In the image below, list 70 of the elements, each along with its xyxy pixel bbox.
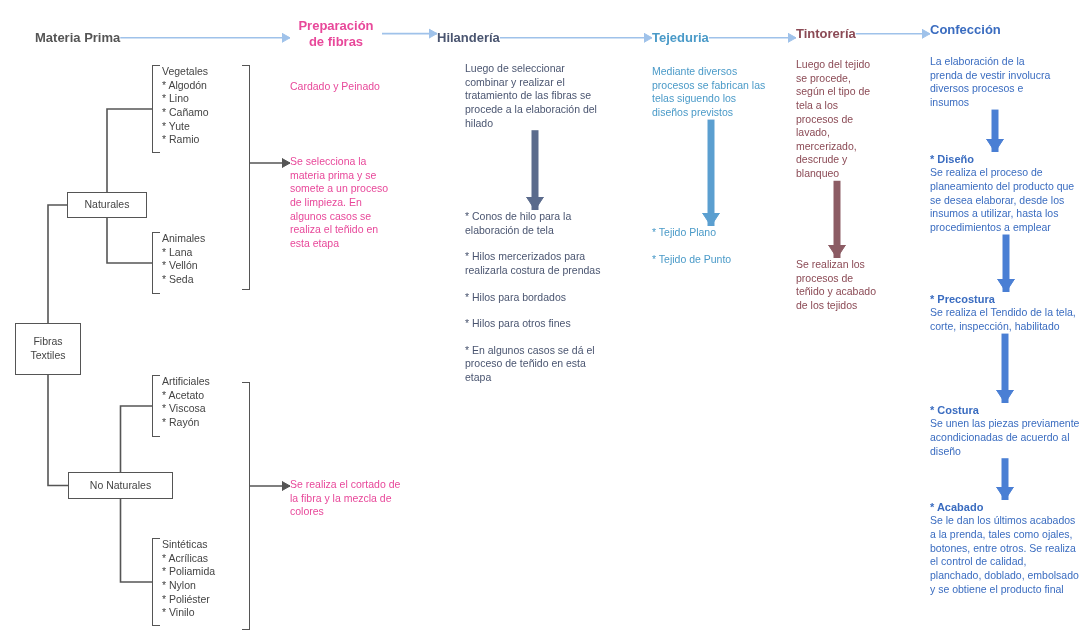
- connector-line: [119, 405, 153, 473]
- arrow: [997, 234, 1015, 293]
- stage-heading: Preparación de fibras: [290, 18, 382, 50]
- stage-heading: Tejeduria: [652, 30, 709, 46]
- stage-heading: Tintorería: [796, 26, 856, 42]
- arrow: [249, 481, 291, 491]
- arrow: [708, 32, 797, 43]
- description-text: Se realizan los procesos de teñido y acabado de los tejidos: [796, 258, 884, 313]
- list-heading: Sintéticas: [162, 538, 209, 552]
- arrow: [381, 28, 438, 39]
- description-text: Se selecciona la materia prima y se somete a un proceso de limpieza. En algunos casos se realiza el teñido en esta etapa: [290, 155, 400, 251]
- arrow: [499, 32, 653, 43]
- list-item: * Ramio: [162, 133, 201, 147]
- list-item: * Poliamida: [162, 565, 217, 579]
- step-heading: * Diseño: [930, 152, 975, 167]
- list-item: * Lino: [162, 92, 190, 106]
- arrow: [986, 109, 1004, 153]
- step-text: Se unen las piezas previamente acondicionadas de acuerdo al diseño: [930, 417, 1080, 459]
- description-text: Mediante diversos procesos se fabrican las telas siguendo los diseños previstos: [652, 65, 770, 120]
- bullet-item: * Conos de hilo para la elaboración de tela: [465, 210, 573, 238]
- arrow: [702, 119, 720, 227]
- list-heading: Animales: [162, 232, 207, 246]
- list-item: * Nylon: [162, 578, 197, 593]
- list-item: * Yute: [162, 119, 191, 134]
- description-text: Se realiza el cortado de la fibra y la mezcla de colores: [290, 478, 408, 519]
- bullet-item: * Tejido Plano: [652, 226, 718, 240]
- connector-line: [47, 204, 68, 324]
- list-item: * Algodón: [162, 78, 208, 93]
- list-heading: Artificiales: [162, 375, 211, 389]
- bullet-item: * En algunos casos se dá el proceso de teñido en esta etapa: [465, 343, 596, 385]
- arrow: [828, 180, 846, 259]
- list-item: * Seda: [162, 272, 195, 287]
- list-item: * Viscosa: [162, 402, 207, 416]
- arrow: [119, 32, 291, 43]
- bullet-item: * Hilos para otros fines: [465, 317, 572, 331]
- subheading: Cardado y Peinado: [290, 80, 380, 92]
- description-text: La elaboración de la prenda de vestir involucra diversos procesos e insumos: [930, 55, 1060, 110]
- list-item: * Lana: [162, 245, 194, 260]
- list-item: * Vellón: [162, 259, 199, 273]
- connector-line: [106, 217, 153, 264]
- list-item: * Acrílicas: [162, 551, 210, 566]
- stage-heading: Confección: [930, 22, 1001, 38]
- connector-line: [47, 374, 69, 487]
- list-item: * Acetato: [162, 388, 206, 403]
- step-heading: * Costura: [930, 403, 980, 418]
- step-text: Se realiza el proceso de planeamiento del producto que se desea elaborar, desde los insumos a utilizar, hasta los procedimientos a emplear: [930, 166, 1076, 235]
- category-box: No Naturales: [68, 472, 173, 499]
- description-text: Luego de seleccionar combinar y realizar el tratamiento de las fibras se procede a la elaboración del hilado: [465, 62, 605, 131]
- list-item: * Cañamo: [162, 105, 210, 120]
- list-heading: Vegetales: [162, 65, 210, 79]
- list-item: * Vinilo: [162, 606, 196, 620]
- list-item: * Poliéster: [162, 592, 211, 607]
- category-box: Naturales: [67, 192, 147, 218]
- stage-heading: Hilandería: [437, 30, 500, 46]
- connector-line: [106, 108, 153, 193]
- stage-heading: Materia Prima: [35, 30, 121, 46]
- step-heading: * Acabado: [930, 500, 985, 515]
- bullet-item: * Tejido de Punto: [652, 252, 733, 267]
- step-heading: * Precostura: [930, 292, 996, 307]
- arrow: [854, 28, 931, 39]
- connector-line: [119, 498, 153, 583]
- category-box: Fibras Textiles: [15, 323, 81, 375]
- bullet-item: * Hilos para bordados: [465, 290, 567, 305]
- step-text: Se realiza el Tendido de la tela, corte, inspección, habilitado: [930, 306, 1077, 334]
- bullet-item: * Hilos mercerizados para realizarla costura de prendas: [465, 250, 602, 278]
- arrow: [249, 158, 291, 168]
- arrow: [996, 333, 1014, 404]
- step-text: Se le dan los últimos acabados a la prenda, tales como ojales, botones, entre otros. Se realiza el control de calidad, planchado, doblado, embolsado y se obtiene el producto final: [930, 514, 1080, 597]
- description-text: Luego del tejido se procede, según el tipo de tela a los procesos de lavado, mercerizado, descrude y blanqueo: [796, 58, 878, 181]
- list-item: * Rayón: [162, 415, 201, 430]
